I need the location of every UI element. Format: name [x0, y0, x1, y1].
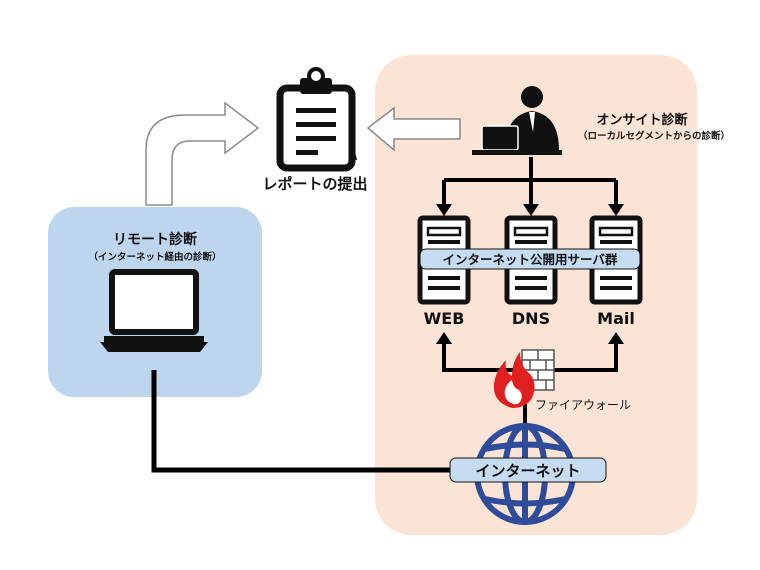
firewall-label: ファイアウォール — [535, 398, 631, 412]
onsite-subtitle: （ローカルセグメントからの診断） — [578, 130, 730, 142]
report-label: レポートの提出 — [262, 175, 367, 193]
onsite-title: オンサイト診断 — [596, 112, 687, 128]
clipboard-icon — [276, 67, 357, 172]
internet-label: インターネット — [475, 462, 580, 480]
arrowheads-down — [436, 204, 624, 216]
server-label-web: WEB — [424, 309, 465, 328]
internet-label-box — [449, 457, 607, 483]
arrowheads-up — [436, 332, 624, 344]
server-group-label: インターネット公開用サーバ群 — [443, 252, 618, 267]
server-label-mail: Mail — [597, 309, 635, 328]
flame-icon — [493, 352, 535, 408]
remote-title: リモート診断 — [113, 231, 197, 248]
laptop-icon — [100, 269, 208, 352]
remote-connection-line — [151, 370, 470, 473]
server-group-box — [419, 248, 641, 270]
remote-subtitle: （インターネット経由の診断） — [88, 251, 221, 263]
left-arrow-icon — [366, 106, 461, 152]
person-laptop-icon — [472, 86, 562, 155]
server-label-dns: DNS — [512, 309, 550, 328]
curved-arrow-icon — [145, 101, 260, 206]
